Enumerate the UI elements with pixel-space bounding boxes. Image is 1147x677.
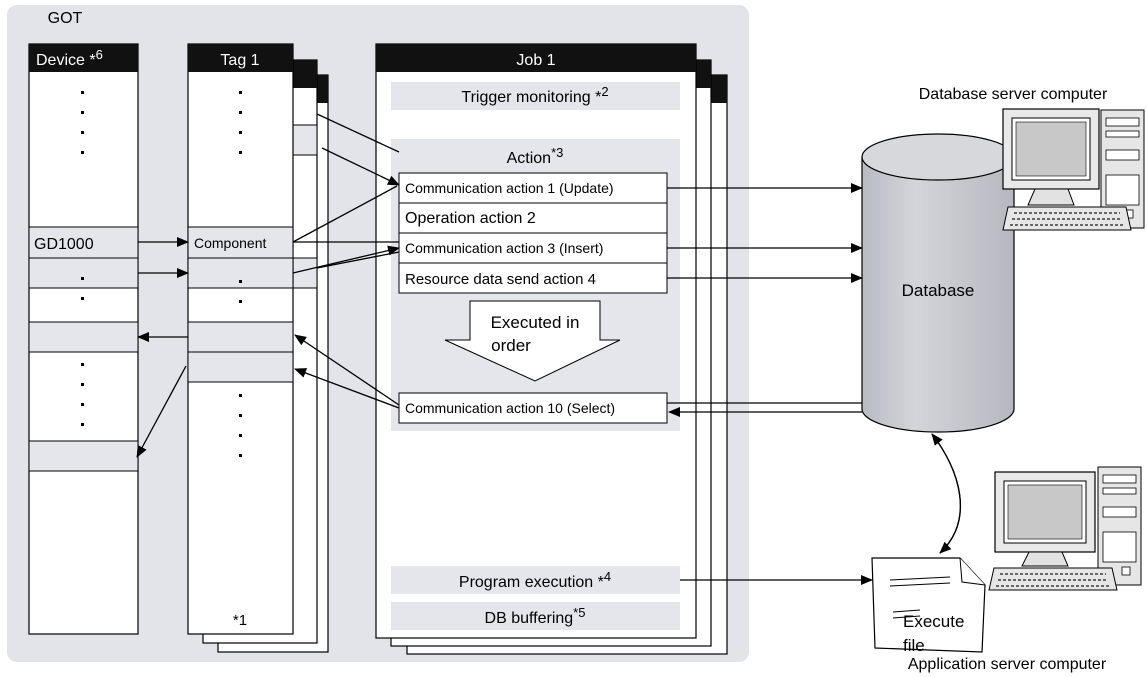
arrow (294, 368, 400, 409)
job-header-label: Job 1 (516, 52, 555, 69)
device-gd1000-label: GD1000 (34, 236, 94, 253)
execute-file-label: file (903, 636, 925, 655)
database-cylinder: Database (861, 133, 1015, 433)
tag-header (188, 44, 293, 72)
action-item: Resource data send action 4 (405, 271, 596, 288)
tag-ellipsis (239, 91, 242, 457)
tag-stack: Tag 1 Component *1 (187, 43, 329, 653)
arrow (931, 433, 961, 554)
device-ellipsis (81, 91, 84, 426)
arrow (931, 433, 961, 554)
execute-file-icon: Execute file (871, 557, 986, 655)
db-buffering-label: DB buffering*5 (485, 605, 586, 627)
job-stack: Job 1 Trigger monitoring *2 Action*3 Com… (375, 43, 728, 655)
database-server-label: Database server computer (919, 86, 1108, 103)
tag-component-label: Component (194, 235, 266, 251)
device-cell (28, 257, 139, 289)
program-execution-box (391, 566, 680, 594)
arrow-connector (316, 251, 400, 269)
arrow (292, 245, 400, 274)
device-header-label: Device *6 (36, 47, 103, 69)
action-item: Operation action 2 (405, 210, 536, 227)
arrow (321, 147, 400, 186)
tag-cell (187, 351, 294, 383)
arrow (136, 365, 187, 458)
tag-header-label: Tag 1 (220, 52, 259, 69)
application-server-computer-icon: Application server computer (908, 466, 1142, 673)
executed-order-label: order (491, 336, 531, 355)
device-header (29, 44, 138, 72)
program-execution-label: Program execution *4 (459, 569, 611, 591)
data-flow-arrows (136, 113, 961, 585)
executed-order-label: Executed in (491, 313, 580, 332)
arrow-connector (316, 113, 400, 153)
got-title: GOT (48, 10, 83, 27)
action-item: Communication action 1 (Update) (405, 180, 614, 196)
executed-order-arrow (444, 300, 621, 382)
device-column: Device *6 GD1000 (28, 43, 139, 635)
database-server-computer-icon: Database server computer (919, 86, 1145, 231)
job-header (376, 44, 696, 72)
arrow (294, 334, 400, 406)
tag-footnote: *1 (233, 612, 247, 629)
db-buffering-box (391, 602, 680, 630)
device-cell (28, 440, 139, 472)
action-item: Communication action 10 (Select) (405, 400, 615, 416)
action-title: Action*3 (507, 145, 564, 167)
action-item: Communication action 3 (Insert) (405, 240, 603, 256)
trigger-monitoring-box (391, 82, 680, 110)
execute-file-label: Execute (903, 612, 964, 631)
database-label: Database (902, 281, 975, 300)
arrow-connector (292, 185, 398, 243)
application-server-label: Application server computer (908, 656, 1107, 673)
trigger-monitoring-label: Trigger monitoring *2 (461, 84, 608, 106)
device-cell-gd1000 (28, 226, 139, 259)
device-cell (28, 321, 139, 353)
tag-cell (187, 321, 294, 353)
tag-cell (187, 257, 294, 289)
